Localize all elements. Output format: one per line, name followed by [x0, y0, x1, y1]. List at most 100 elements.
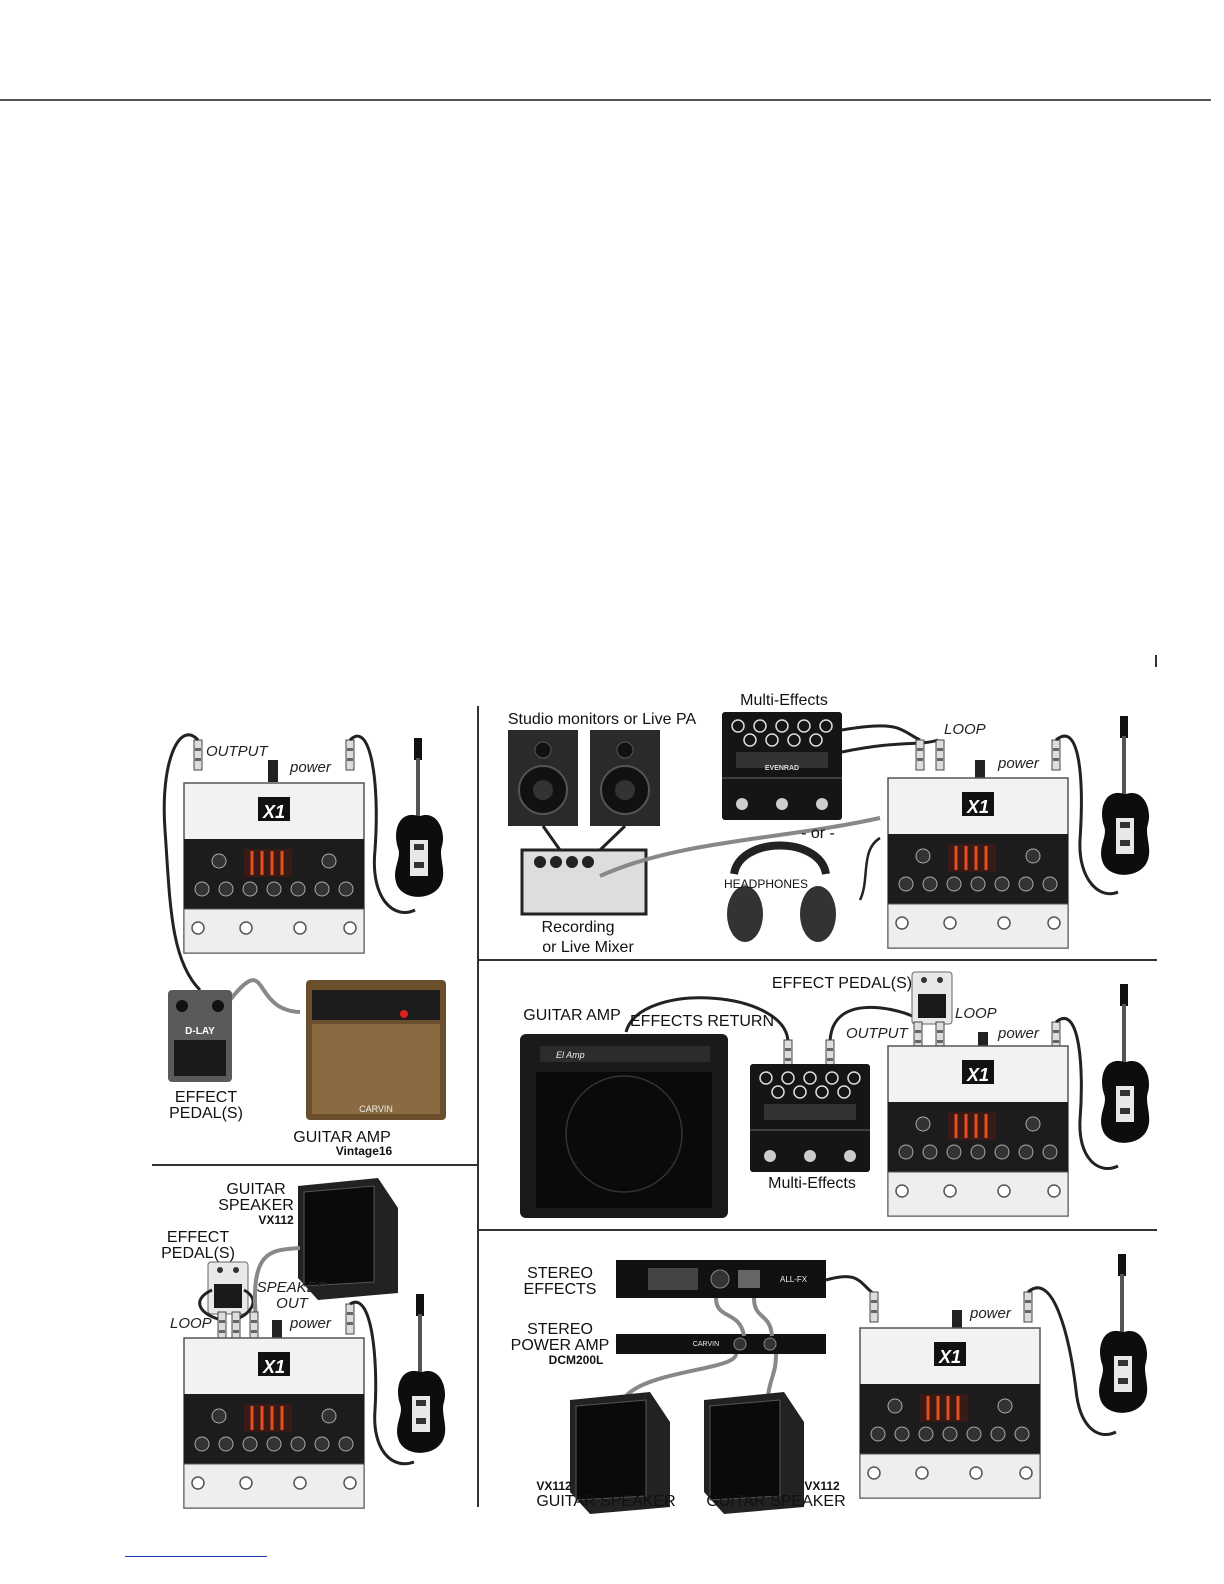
- loop-label-bl: LOOP: [170, 1315, 212, 1332]
- effect-pedals-label-bl-1: EFFECT: [167, 1229, 229, 1246]
- cable: [624, 996, 790, 1045]
- el-amp-logo: El Amp: [556, 1050, 585, 1060]
- cable: [348, 734, 416, 914]
- jack-plug-icon: [1051, 739, 1061, 771]
- loop-label-mid: LOOP: [955, 1005, 997, 1022]
- panel-amp-effects-return: El Amp EFFECT PEDAL(S) GUITAR AMP EFFECT…: [520, 971, 1150, 1218]
- dcm200l-label: DCM200L: [549, 1353, 604, 1367]
- jack-plug-icon: [869, 1291, 879, 1323]
- headphones-icon: [730, 841, 830, 876]
- power-label-bl: power: [289, 1315, 332, 1332]
- cable: [828, 1006, 913, 1045]
- power-connector-icon: [975, 760, 985, 780]
- vintage16-label: Vintage16: [336, 1144, 393, 1158]
- cable: [858, 836, 881, 901]
- cable: [599, 816, 881, 878]
- jack-plug-icon: [1023, 1291, 1033, 1323]
- cable: [252, 1246, 301, 1321]
- electric-guitar-icon: [395, 738, 444, 897]
- electric-guitar-icon: [397, 1294, 446, 1453]
- dlay-label: D-LAY: [185, 1026, 215, 1037]
- output-label: OUTPUT: [206, 743, 270, 760]
- x1-logo: X1: [262, 1357, 285, 1377]
- carvin-amp-logo: CARVIN: [359, 1104, 393, 1114]
- cable: [1055, 1017, 1119, 1171]
- vx112-label-br-right: VX112: [804, 1479, 840, 1493]
- effects-return-label: EFFECTS RETURN: [630, 1013, 774, 1030]
- x1-logo: X1: [262, 802, 285, 822]
- electric-guitar-icon: [1099, 1254, 1148, 1413]
- panel-stereo-effects: ALL-FX CARVIN STEREO EFFECTS STEREO POWE…: [511, 1254, 1148, 1515]
- guitar-amp-label-mid: GUITAR AMP: [523, 1007, 621, 1024]
- cable: [1055, 734, 1119, 896]
- stereo-power-label-1: STEREO: [527, 1321, 593, 1338]
- studio-monitors-label: Studio monitors or Live PA: [508, 711, 697, 728]
- cable: [624, 1353, 738, 1398]
- cable: [228, 978, 301, 1014]
- cable: [1027, 1286, 1117, 1437]
- stereo-effects-label-2: EFFECTS: [524, 1281, 597, 1298]
- x1-logo: X1: [966, 1065, 989, 1085]
- stereo-power-amp-dcm200l: [616, 1334, 826, 1354]
- power-connector-icon: [952, 1310, 962, 1330]
- multi-effects-label-top: Multi-Effects: [740, 692, 828, 709]
- effect-pedals-label-bl-2: PEDAL(S): [161, 1245, 235, 1262]
- stereo-effects-label-1: STEREO: [527, 1265, 593, 1282]
- headphones-label: HEADPHONES: [724, 877, 808, 891]
- recording-label-1: Recording: [542, 919, 615, 936]
- panel-pedal-amp: D-LAY CARVIN OUTPUT power EFFECT PEDAL(S…: [162, 733, 446, 1158]
- speaker-out-label-1: SPEAKER: [257, 1279, 328, 1296]
- guitar-speaker-label-br-right: GUITAR SPEAKER: [706, 1493, 845, 1510]
- cable: [841, 724, 921, 742]
- guitar-speaker-label-1: GUITAR: [226, 1181, 285, 1198]
- margin-tick: [1155, 655, 1157, 667]
- jack-plug-icon: [345, 1303, 355, 1335]
- effect-pedals-label-2: PEDAL(S): [169, 1105, 243, 1122]
- guitar-speaker-label-2: SPEAKER: [218, 1197, 294, 1214]
- multi-effects-unit: [749, 1063, 871, 1173]
- cable: [841, 738, 939, 754]
- power-connector-icon: [978, 1032, 988, 1050]
- recording-label-2: or Live Mixer: [542, 939, 634, 956]
- power-label-mid: power: [997, 1025, 1040, 1042]
- jack-plug-icon: [193, 739, 203, 771]
- power-label-br: power: [969, 1305, 1012, 1322]
- electric-guitar-icon: [1101, 984, 1150, 1143]
- cable: [162, 733, 202, 992]
- power-connector-icon: [268, 760, 278, 782]
- x1-logo: X1: [966, 797, 989, 817]
- power-connector-icon: [272, 1320, 282, 1340]
- cable: [349, 1300, 415, 1466]
- panel-studio-headphones: EVENRAD Studio monitors or Live PA Multi…: [507, 692, 1150, 956]
- header-rule: [0, 99, 1211, 101]
- electric-guitar-icon: [1101, 716, 1150, 875]
- panel-speaker-out: GUITAR SPEAKER VX112 EFFECT PEDAL(S) SPE…: [161, 1177, 446, 1510]
- effect-pedals-label-mid: EFFECT PEDAL(S): [772, 975, 912, 992]
- stereo-power-label-2: POWER AMP: [511, 1337, 610, 1354]
- all-fx-logo: ALL-FX: [780, 1275, 808, 1284]
- effect-pedal-icon: [207, 1261, 249, 1315]
- jack-plug-icon: [915, 739, 925, 771]
- cable: [766, 1353, 778, 1397]
- vx112-label-br-left: VX112: [536, 1479, 572, 1493]
- speaker-out-label-2: OUT: [276, 1295, 310, 1312]
- guitar-amp-label: GUITAR AMP: [293, 1129, 391, 1146]
- studio-monitor-left: [507, 729, 579, 827]
- carvin-rack-logo: CARVIN: [693, 1341, 719, 1348]
- jack-plug-icon: [935, 739, 945, 771]
- vx112-label-left: VX112: [258, 1213, 294, 1227]
- power-label: power: [289, 759, 332, 776]
- power-label-top: power: [997, 755, 1040, 772]
- output-label-mid: OUTPUT: [846, 1025, 910, 1042]
- multi-effects-label-mid: Multi-Effects: [768, 1175, 856, 1192]
- studio-monitor-right: [589, 729, 661, 827]
- effect-pedal-icon: [911, 971, 953, 1025]
- loop-label-top: LOOP: [944, 721, 986, 738]
- effect-pedals-label-1: EFFECT: [175, 1089, 237, 1106]
- evenrad-logo: EVENRAD: [765, 765, 799, 772]
- cable: [825, 1275, 875, 1296]
- footnote-link-underline[interactable]: [125, 1556, 267, 1557]
- jack-plug-icon: [345, 739, 355, 771]
- x1-logo: X1: [938, 1347, 961, 1367]
